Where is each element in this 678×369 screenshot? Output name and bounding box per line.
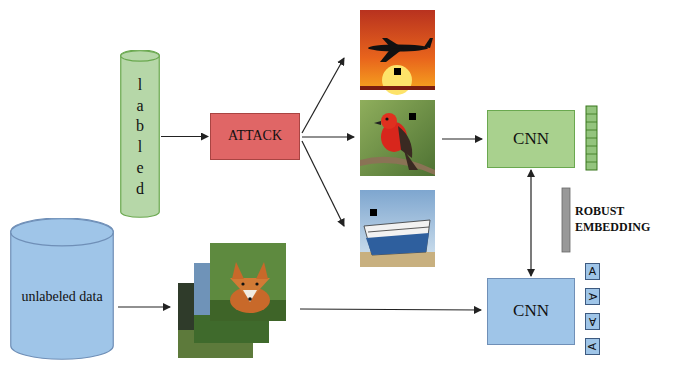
node-text: A (586, 343, 599, 350)
text-group: CNN (513, 129, 549, 149)
labeled-data-cylinder: labled (120, 50, 160, 218)
text-group: ATTACK (228, 128, 282, 145)
unlabeled-image-stack (178, 243, 286, 358)
text-group: CNN (513, 301, 549, 321)
bird-image (360, 100, 435, 176)
attack-arrows (118, 58, 482, 310)
boat-image (360, 190, 435, 267)
connector (530, 170, 531, 276)
node-text: ATTACK (228, 128, 282, 145)
embedding-label: ROBUST EMBEDDING (575, 203, 671, 235)
text-group: A (589, 315, 596, 328)
cnn-box: CNN (487, 278, 575, 345)
node-text: A (589, 315, 596, 328)
text-group: A (589, 290, 596, 303)
unlabeled-data-cylinder: unlabeled data (10, 218, 114, 360)
rotation-box: A (585, 288, 600, 305)
rotation-box: A (585, 338, 600, 355)
text-group: labled (135, 75, 145, 200)
node-text: A (589, 265, 596, 278)
rotation-box: A (585, 263, 600, 280)
node-text: A (586, 293, 599, 300)
node-text: CNN (513, 129, 549, 149)
output-vector (586, 106, 597, 170)
connector (161, 136, 208, 137)
airplane-image (360, 10, 435, 95)
text-group: A (589, 340, 596, 353)
text-group: A (589, 265, 596, 278)
node-text: labled (135, 75, 145, 200)
text-group: unlabeled data (21, 289, 102, 306)
embedding-bar (562, 188, 570, 252)
node-text: CNN (513, 301, 549, 321)
cnn-box: CNN (487, 110, 575, 168)
node-text: unlabeled data (21, 289, 102, 306)
attack-box: ATTACK (210, 113, 300, 160)
rotation-box: A (585, 313, 600, 330)
